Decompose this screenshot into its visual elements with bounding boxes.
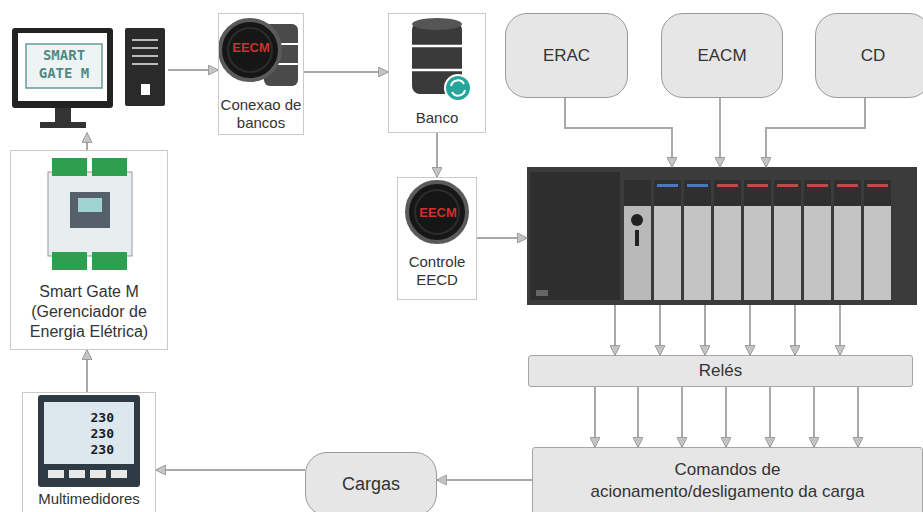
computer: SMART GATE M (10, 25, 168, 133)
device-box: Smart Gate M (Gerenciador de Energia Elé… (10, 150, 168, 350)
node-label: EACM (697, 46, 746, 66)
flow-arrow (813, 387, 815, 447)
node-label: Comandos de acionamento/desligamento da … (578, 459, 877, 503)
flow-arrow (565, 98, 672, 167)
meter-reading: 230 (70, 442, 114, 457)
flow-arrow (719, 98, 721, 167)
flow-arrow (614, 305, 616, 355)
process-box: EECM Conexao de bancos (218, 13, 304, 135)
flow-arrow (86, 133, 88, 150)
flow-arrow (168, 69, 218, 71)
computer-picture (12, 28, 165, 128)
flow-arrow (436, 133, 438, 177)
node-label: Controle EECD (398, 253, 476, 289)
node-label: Banco (389, 109, 485, 127)
meter-box: Multimedidores (22, 392, 156, 512)
node-label: CD (861, 46, 886, 66)
flow-arrow (156, 469, 305, 471)
node-label: Multimedidores (23, 490, 155, 508)
flow-arrow (769, 387, 771, 447)
flow-arrow (794, 305, 796, 355)
flow-arrow (766, 98, 865, 167)
load-terminal: Cargas (305, 452, 437, 512)
input-terminal: ERAC (505, 13, 628, 98)
flow-arrow (437, 479, 532, 481)
flow-arrow (704, 305, 706, 355)
plc-rack (527, 167, 917, 305)
flow-arrow (839, 305, 841, 355)
input-terminal: CD (815, 13, 923, 98)
flow-arrow (304, 71, 388, 73)
relay-band: Relés (528, 355, 913, 387)
node-label: Relés (699, 361, 742, 381)
energy-manager-picture (48, 158, 132, 270)
flow-arrow (659, 305, 661, 355)
node-label: SMART GATE M (29, 46, 99, 82)
input-terminal: EACM (661, 13, 783, 98)
flow-arrow (857, 387, 859, 447)
control-icon (407, 182, 467, 242)
multimeter-picture (38, 395, 140, 487)
process-box: EECM Controle EECD (397, 177, 477, 300)
flow-arrow (637, 387, 639, 447)
flow-arrow (86, 350, 88, 392)
node-label: Cargas (342, 473, 400, 495)
flow-arrow (594, 387, 596, 447)
database-box: Banco (388, 13, 486, 133)
database-connection-icon (220, 20, 298, 86)
flow-arrow (477, 237, 527, 239)
node-label: Conexao de bancos (219, 96, 303, 132)
flow-arrow (725, 387, 727, 447)
meter-reading: 230 (70, 410, 114, 425)
flow-arrow (681, 387, 683, 447)
plc-rack-picture (527, 167, 917, 305)
meter-reading: 230 (70, 426, 114, 441)
icon-label: EECM (226, 40, 276, 56)
node-label: ERAC (543, 46, 590, 66)
icon-label: EECM (413, 205, 463, 221)
flow-arrow (749, 305, 751, 355)
node-label: Smart Gate M (Gerenciador de Energia Elé… (19, 282, 159, 342)
database-icon (412, 18, 471, 101)
command-band: Comandos de acionamento/desligamento da … (532, 447, 923, 512)
